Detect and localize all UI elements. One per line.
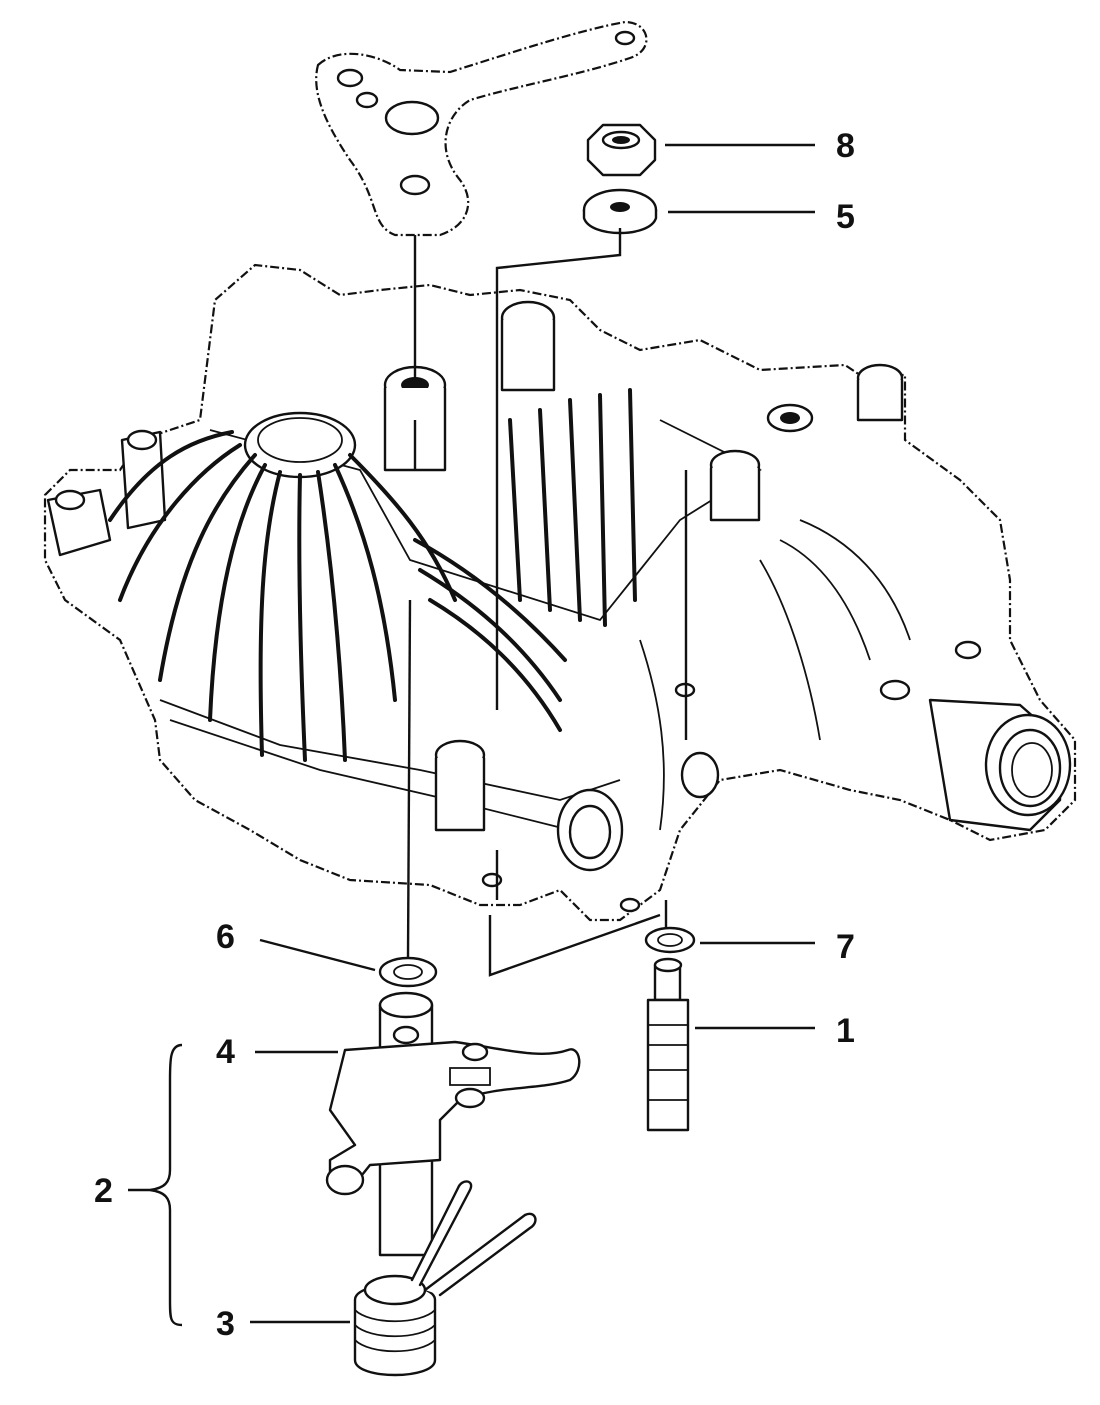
transaxle-housing <box>43 263 1077 922</box>
callout-8: 8 <box>836 127 855 165</box>
part-4-shaft-arm <box>325 991 581 1257</box>
callout-2: 2 <box>94 1172 113 1210</box>
callout-7: 7 <box>836 928 855 966</box>
assembly-lines <box>406 228 688 977</box>
part-7-oring <box>644 926 696 954</box>
part-5-washer <box>582 188 658 235</box>
cooling-fins <box>108 430 457 762</box>
part-8-nut <box>586 123 657 177</box>
callout-4: 4 <box>216 1033 235 1071</box>
part-1-valve <box>646 957 690 1132</box>
part-6-oring <box>378 956 438 988</box>
callout-5: 5 <box>836 198 855 236</box>
part-3-spring <box>353 1180 537 1377</box>
callout-labels: 8 5 6 7 1 4 2 3 <box>94 127 855 1343</box>
control-lever <box>315 20 648 237</box>
callout-6: 6 <box>216 918 235 956</box>
callout-1: 1 <box>836 1012 855 1050</box>
fin-block <box>413 388 637 732</box>
callout-leaders <box>128 143 815 1327</box>
callout-3: 3 <box>216 1305 235 1343</box>
